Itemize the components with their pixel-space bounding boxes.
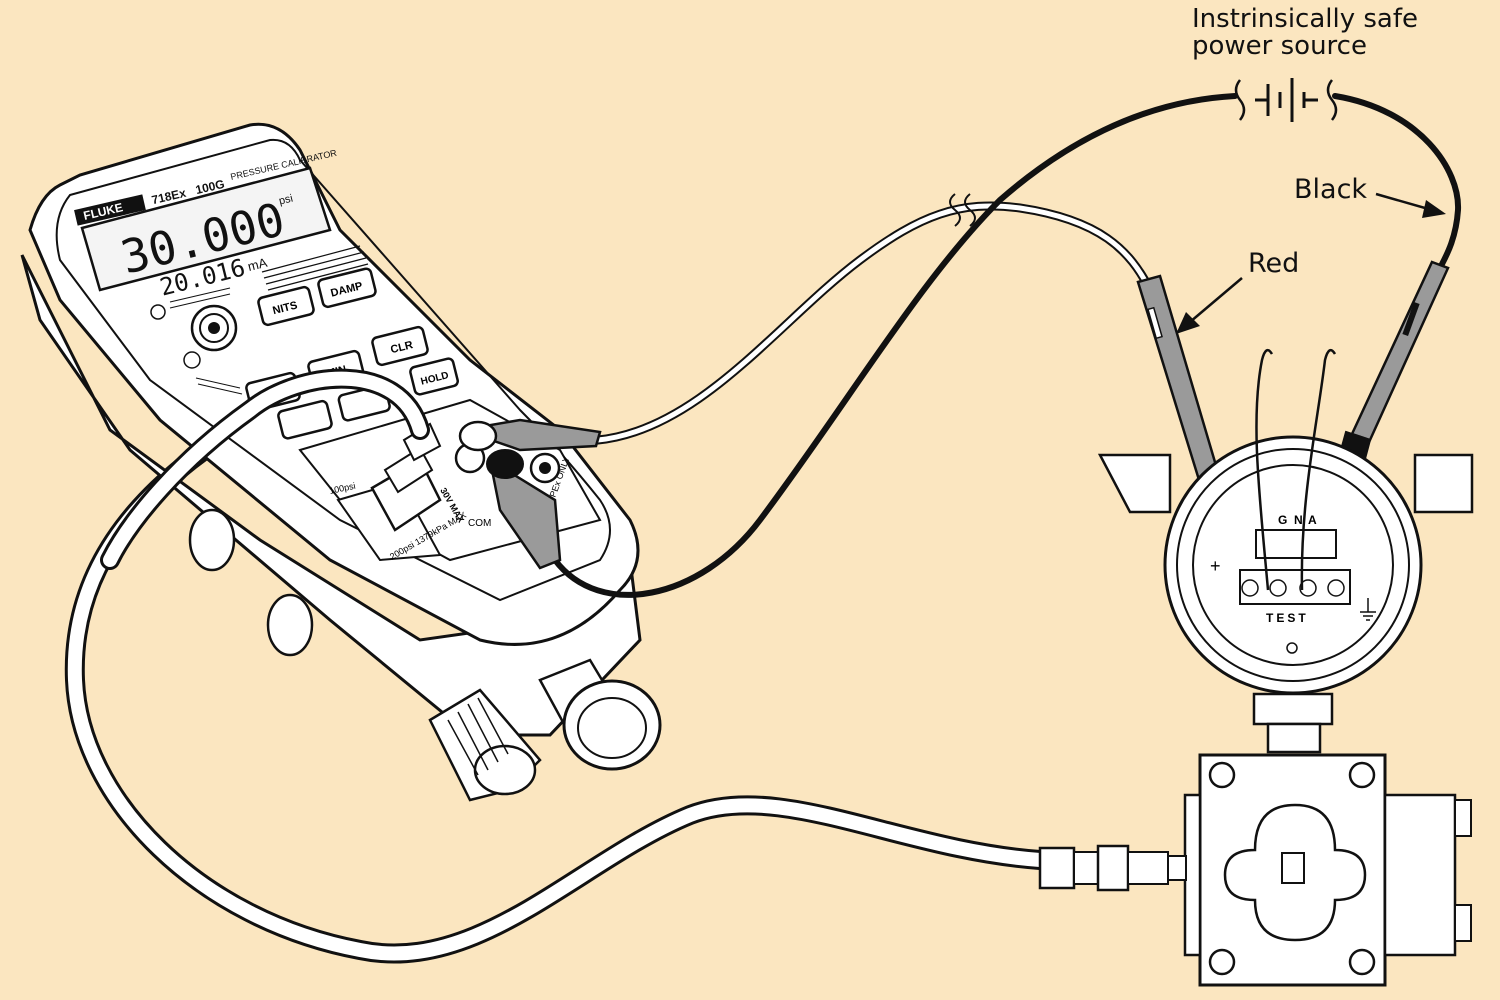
pressure-port-fitting xyxy=(370,422,442,532)
display-secondary-unit: mA xyxy=(246,255,269,274)
ground-icon xyxy=(1360,598,1376,621)
button-damp[interactable]: DAMP xyxy=(317,267,377,309)
pressure-calibrator: FLUKE 718Ex 100G PRESSURE CALIBRATOR 30.… xyxy=(20,122,662,802)
plus-label: + xyxy=(1210,556,1221,576)
terminal-label-g: G xyxy=(1278,513,1287,527)
red-lead-label: Red xyxy=(1248,248,1300,279)
fluke-logo xyxy=(74,194,146,226)
red-label-arrow xyxy=(1176,277,1243,334)
svg-text:NITS: NITS xyxy=(271,299,298,317)
certification-icons xyxy=(150,287,243,395)
pressure-adjust-knob[interactable] xyxy=(428,688,542,802)
power-source-label: Instrinsically safe power source xyxy=(1192,4,1419,62)
flange-bolts xyxy=(1208,761,1376,976)
power-source-line1: Instrinsically safe xyxy=(1192,4,1419,34)
button-blank-lower[interactable] xyxy=(277,399,333,440)
power-button[interactable] xyxy=(190,304,238,352)
button-clr[interactable]: CLR xyxy=(371,325,429,367)
com-label: COM xyxy=(468,518,491,529)
terminal-label-n: N xyxy=(1294,513,1303,527)
display-unit: psi xyxy=(278,193,295,208)
hose-fittings xyxy=(1038,844,1187,892)
svg-text:CLR: CLR xyxy=(389,339,414,356)
side-knobs xyxy=(188,508,314,657)
button-hold[interactable]: HOLD xyxy=(409,357,459,396)
pipe xyxy=(1097,453,1474,514)
test-label: TEST xyxy=(1266,611,1309,625)
power-source-line2: power source xyxy=(1192,31,1367,62)
black-label-arrow xyxy=(1375,192,1446,218)
terminal-label-a: A xyxy=(1308,513,1317,527)
transmitter: G N A + TEST xyxy=(1163,348,1472,987)
vent-valve[interactable] xyxy=(538,658,662,771)
terminal-screws xyxy=(1241,579,1345,597)
button-nits[interactable]: NITS xyxy=(257,285,315,327)
warning-text-block xyxy=(261,245,369,291)
black-lead-label: Black xyxy=(1294,174,1368,205)
red-lead-plug xyxy=(458,418,602,452)
battery-symbol-icon xyxy=(1255,78,1318,122)
